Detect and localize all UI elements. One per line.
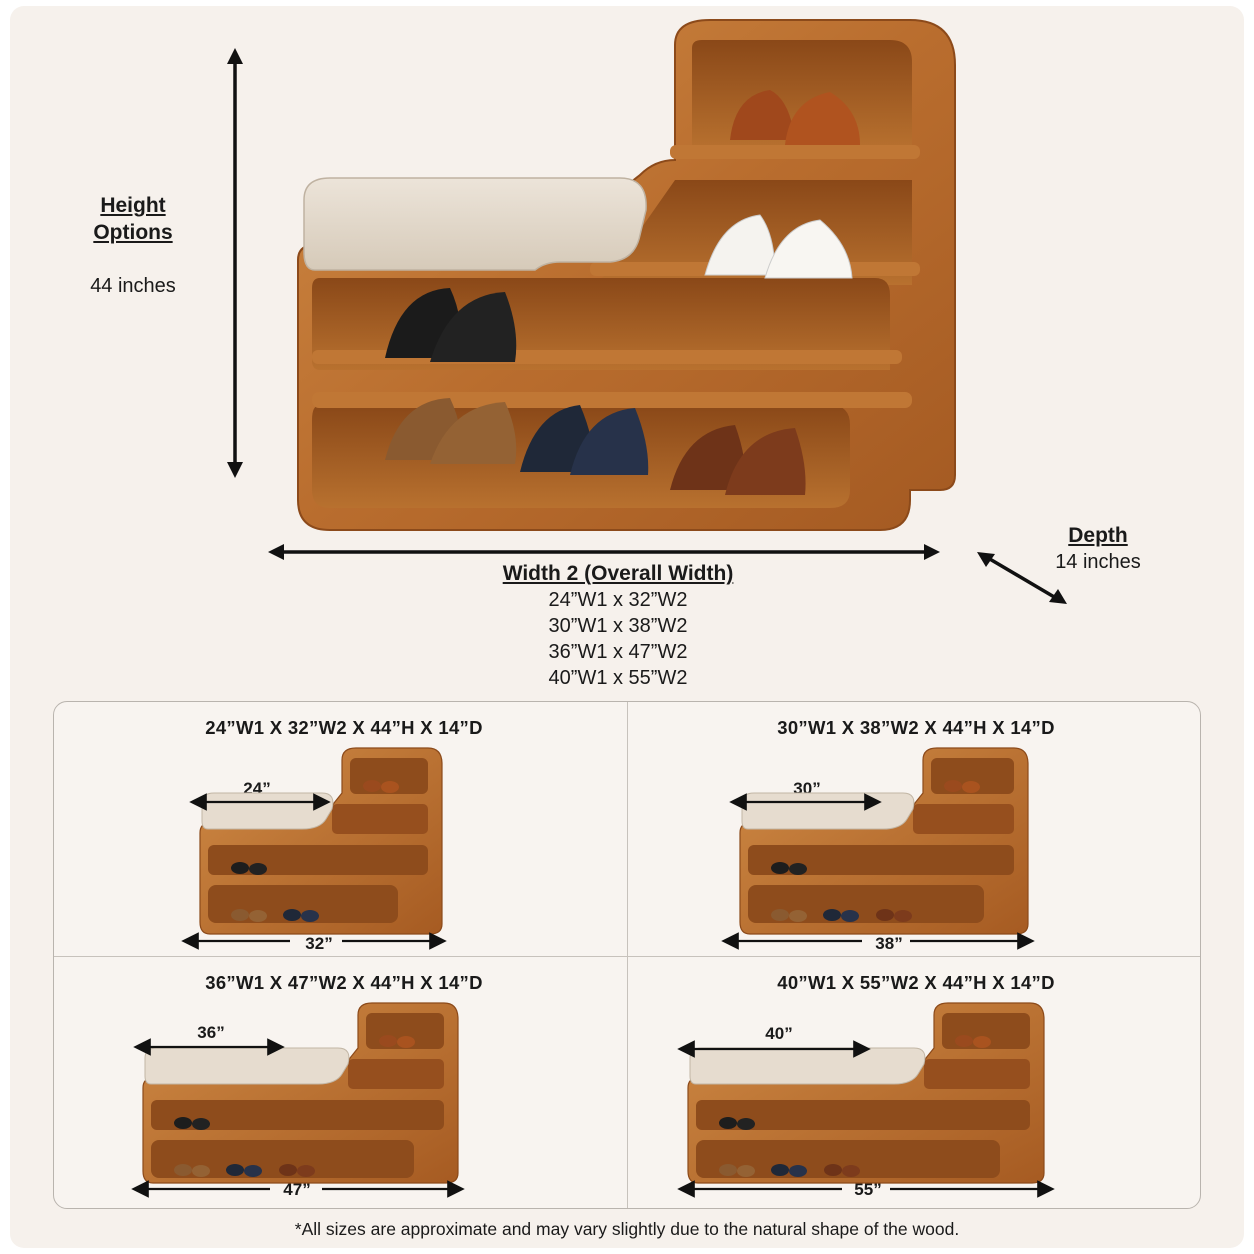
- footnote: *All sizes are approximate and may vary …: [294, 1219, 960, 1239]
- width-arrow: [268, 544, 940, 560]
- w1-label-4: 40”: [765, 1024, 793, 1043]
- panel-horizontal-divider: [54, 956, 1200, 957]
- height-value: 44 inches: [90, 275, 176, 297]
- bench-small-1: [199, 747, 443, 935]
- w2-label-1: 32”: [305, 934, 333, 953]
- size-title-2: 30”W1 X 38”W2 X 44”H X 14”D: [777, 717, 1055, 738]
- shoe-pair-loafer-brown: [670, 425, 806, 495]
- shoe-pair-loafer-navy: [520, 405, 649, 475]
- depth-title: Depth: [1068, 524, 1128, 547]
- width-option-4: 40”W1 x 55”W2: [548, 667, 688, 689]
- height-title: Height Options: [93, 194, 173, 244]
- w2-label-3: 47”: [283, 1180, 311, 1199]
- size-title-3: 36”W1 X 47”W2 X 44”H X 14”D: [205, 972, 483, 993]
- shoe-bench-main-illustration: [297, 19, 956, 531]
- w1-label-3: 36”: [197, 1023, 225, 1042]
- bench-small-4: [687, 1002, 1045, 1184]
- width-option-1: 24”W1 x 32”W2: [548, 589, 688, 611]
- width-option-3: 36”W1 x 47”W2: [548, 641, 688, 663]
- height-arrow: [227, 48, 243, 478]
- depth-value: 14 inches: [1055, 551, 1141, 573]
- width-title: Width 2 (Overall Width): [502, 562, 734, 585]
- size-title-4: 40”W1 X 55”W2 X 44”H X 14”D: [777, 972, 1055, 993]
- shoe-pair-black: [385, 288, 517, 362]
- panel-vertical-divider: [627, 702, 628, 1208]
- depth-arrow: [977, 552, 1067, 604]
- shoe-pair-white: [704, 214, 853, 279]
- w2-label-4: 55”: [854, 1180, 882, 1199]
- w2-label-2: 38”: [875, 934, 903, 953]
- shoe-pair-loafer-tan: [385, 398, 517, 464]
- width-option-2: 30”W1 x 38”W2: [548, 615, 688, 637]
- bench-small-2: [739, 747, 1029, 935]
- shoe-pair-top: [730, 90, 860, 145]
- size-title-1: 24”W1 X 32”W2 X 44”H X 14”D: [205, 717, 483, 738]
- bench-small-3: [142, 1002, 459, 1184]
